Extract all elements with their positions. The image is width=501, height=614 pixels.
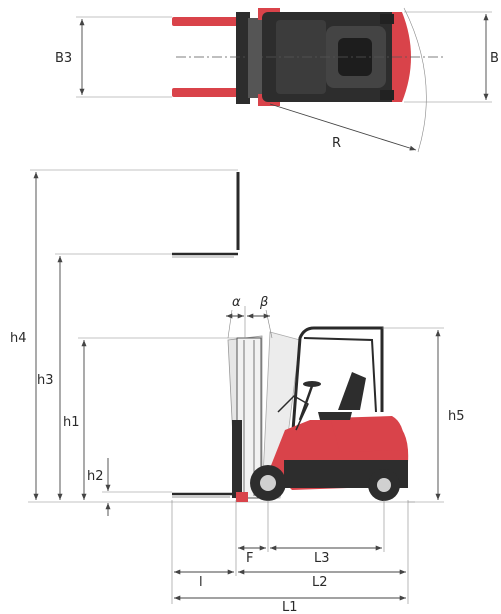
raised-fork <box>172 172 240 258</box>
dim-label-l2: L2 <box>312 575 328 590</box>
dim-label-h2: h2 <box>87 469 104 484</box>
dim-label-h3: h3 <box>37 373 54 388</box>
dim-label-alpha: α <box>232 295 241 310</box>
dim-label-h5: h5 <box>448 409 465 424</box>
dim-label-l1: L1 <box>282 600 298 614</box>
dim-label-h1: h1 <box>63 415 80 430</box>
dim-label-f: F <box>246 551 253 566</box>
dim-label-beta: β <box>259 295 268 310</box>
dim-label-r: R <box>332 136 341 151</box>
forklift-side-view-icon <box>172 326 409 502</box>
dim-label-l: l <box>199 575 203 590</box>
dim-label-b3: B3 <box>55 51 72 66</box>
dim-label-b: B <box>490 51 499 66</box>
dim-label-h4: h4 <box>10 331 27 346</box>
dim-label-l3: L3 <box>314 551 330 566</box>
